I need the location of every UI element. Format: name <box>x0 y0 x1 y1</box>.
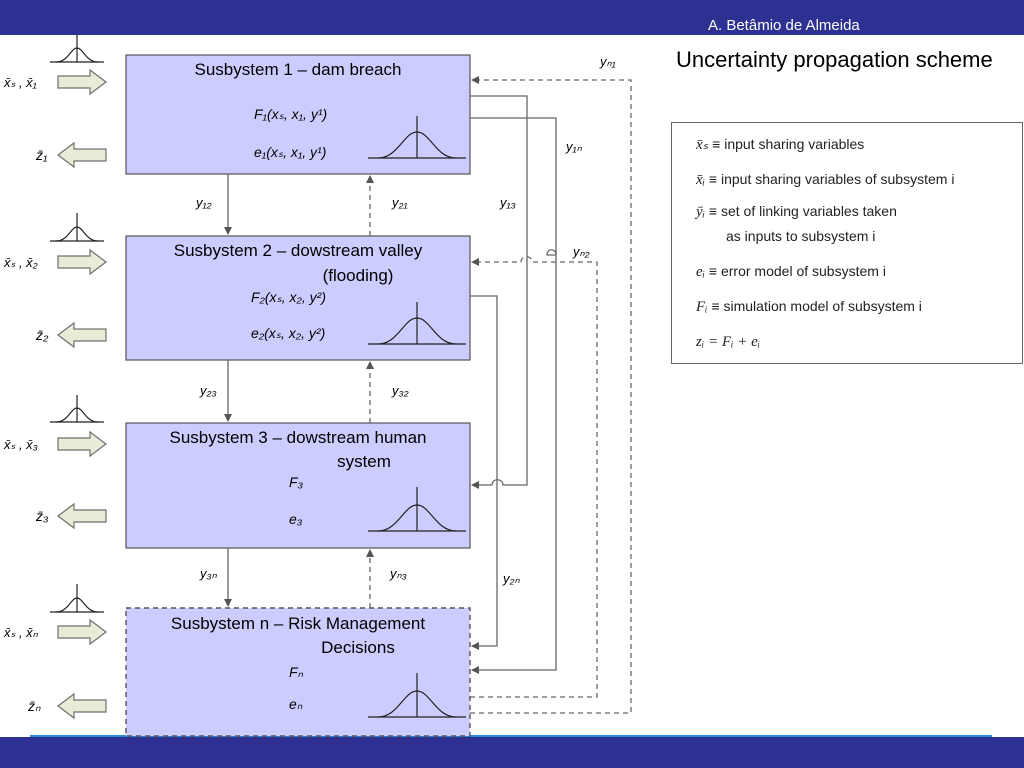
subsystem-2-error-curve <box>368 302 466 345</box>
output-n-label: z̄ₙ <box>27 698 41 714</box>
subsystem-n-f-label: Fₙ <box>289 664 304 680</box>
output-1-label: z̄₁ <box>35 147 48 163</box>
subsystem-2-f-label: F₂(xₛ, x₂, y²) <box>251 289 326 305</box>
legend-item-xi: x̄ᵢ ≡ input sharing variables of subsyst… <box>696 171 954 189</box>
link-y1n-label: y₁ₙ <box>565 139 583 154</box>
input-n-label: x̄ₛ , x̄ₙ <box>3 625 39 640</box>
input-1-arrow-icon <box>57 68 107 96</box>
legend-symbol: eᵢ <box>696 264 706 280</box>
output-n-arrow-icon <box>57 692 107 720</box>
legend-text: ≡ input sharing variables of subsystem i <box>708 171 955 187</box>
legend-symbol: Fᵢ <box>696 299 708 315</box>
input-3-arrow-icon <box>57 430 107 458</box>
legend-text: = Fᵢ + eᵢ <box>708 334 761 350</box>
subsystem-3-error-curve <box>368 487 466 532</box>
legend-text: ≡ input sharing variables <box>712 136 865 152</box>
link-yn1-label: yₙ₁ <box>599 54 616 69</box>
link-y13-label: y₁₃ <box>499 195 516 210</box>
subsystem-n-error-curve <box>368 673 466 718</box>
legend-symbol: x̄ᵢ <box>696 172 706 188</box>
legend-symbol: ȳᵢ <box>696 204 706 220</box>
input-1-label: x̄ₛ , x̄₁ <box>3 75 37 90</box>
subsystem-2-e-label: e₂(xₛ, x₂, y²) <box>251 325 325 341</box>
link-y32-label: y₃₂ <box>391 383 409 398</box>
output-3-arrow-icon <box>57 502 107 530</box>
input-3-label: x̄ₛ , x̄₃ <box>3 437 38 452</box>
link-y12-label: y₁₂ <box>195 195 212 210</box>
legend-symbol: x̄ₛ <box>696 137 709 153</box>
author-label: A. Betâmio de Almeida <box>708 17 860 34</box>
subsystem-2-title: Susbystem 2 – dowstream valley <box>174 241 423 260</box>
page-title: Uncertainty propagation scheme <box>676 47 993 72</box>
legend-item-yi: ȳᵢ ≡ set of linking variables taken <box>696 203 897 221</box>
subsystem-3-box <box>125 422 471 549</box>
legend-item-yi-cont: as inputs to subsystem i <box>726 228 875 244</box>
link-y2n-line <box>470 295 498 650</box>
link-y21-label: y₂₁ <box>391 195 408 210</box>
input-2-distribution-icon <box>50 213 104 242</box>
subsystem-2-box <box>125 235 471 361</box>
input-n-distribution-icon <box>50 584 104 613</box>
legend-symbol: zᵢ <box>696 334 705 350</box>
input-2-arrow-icon <box>57 248 107 276</box>
subsystem-3-title: Susbystem 3 – dowstream human <box>169 428 426 447</box>
legend-text: as inputs to subsystem i <box>726 228 876 244</box>
subsystem-1-title: Susbystem 1 – dam breach <box>195 60 402 79</box>
bottom-rule <box>30 735 992 737</box>
output-2-label: z̄₂ <box>35 327 49 343</box>
legend-item-xs: x̄ₛ ≡ input sharing variables <box>696 135 864 154</box>
subsystem-3-f-label: F₃ <box>289 474 304 490</box>
subsystem-1-f-label: F₁(xₛ, x₁, y¹) <box>254 106 327 122</box>
input-n-arrow-icon <box>57 618 107 646</box>
legend-text: ≡ set of linking variables taken <box>708 203 897 219</box>
input-2-label: x̄ₛ , x̄₂ <box>3 255 38 270</box>
link-y3n-label: y₃ₙ <box>199 566 218 581</box>
subsystem-1-error-curve <box>368 116 466 159</box>
link-y2n-label: y₂ₙ <box>502 571 520 586</box>
subsystem-1-e-label: e₁(xₛ, x₁, y¹) <box>254 144 326 160</box>
legend-box: x̄ₛ ≡ input sharing variables x̄ᵢ ≡ inpu… <box>671 122 1023 364</box>
output-1-arrow-icon <box>57 141 107 169</box>
subsystem-2-title-line2: (flooding) <box>323 266 394 285</box>
subsystem-3-e-label: e₃ <box>289 511 303 527</box>
link-y23-label: y₂₃ <box>199 383 217 398</box>
link-yn3-label: yₙ₃ <box>389 566 407 581</box>
link-yn1-line <box>470 76 632 714</box>
input-3-distribution-icon <box>50 395 104 423</box>
subsystem-n-box <box>125 607 471 737</box>
legend-item-zi: zᵢ = Fᵢ + eᵢ <box>696 333 760 351</box>
subsystem-n-e-label: eₙ <box>289 696 303 712</box>
link-yn2-label: yₙ₂ <box>572 244 590 259</box>
link-y1n-line <box>470 117 557 674</box>
legend-item-fi: Fᵢ ≡ simulation model of subsystem i <box>696 298 922 316</box>
link-y13-line <box>470 95 528 489</box>
output-2-arrow-icon <box>57 321 107 349</box>
output-3-label: z̄₃ <box>35 508 49 524</box>
legend-text: ≡ simulation model of subsystem i <box>711 298 922 314</box>
subsystem-3-title-line2: system <box>337 452 391 471</box>
subsystem-n-title-line2: Decisions <box>321 638 395 657</box>
input-1-distribution-icon <box>50 35 104 63</box>
legend-item-ei: eᵢ ≡ error model of subsystem i <box>696 263 886 281</box>
subsystem-n-title: Susbystem n – Risk Management <box>171 614 425 633</box>
link-yn2-line <box>470 256 598 698</box>
subsystem-1-box <box>125 54 471 175</box>
legend-text: ≡ error model of subsystem i <box>708 263 886 279</box>
